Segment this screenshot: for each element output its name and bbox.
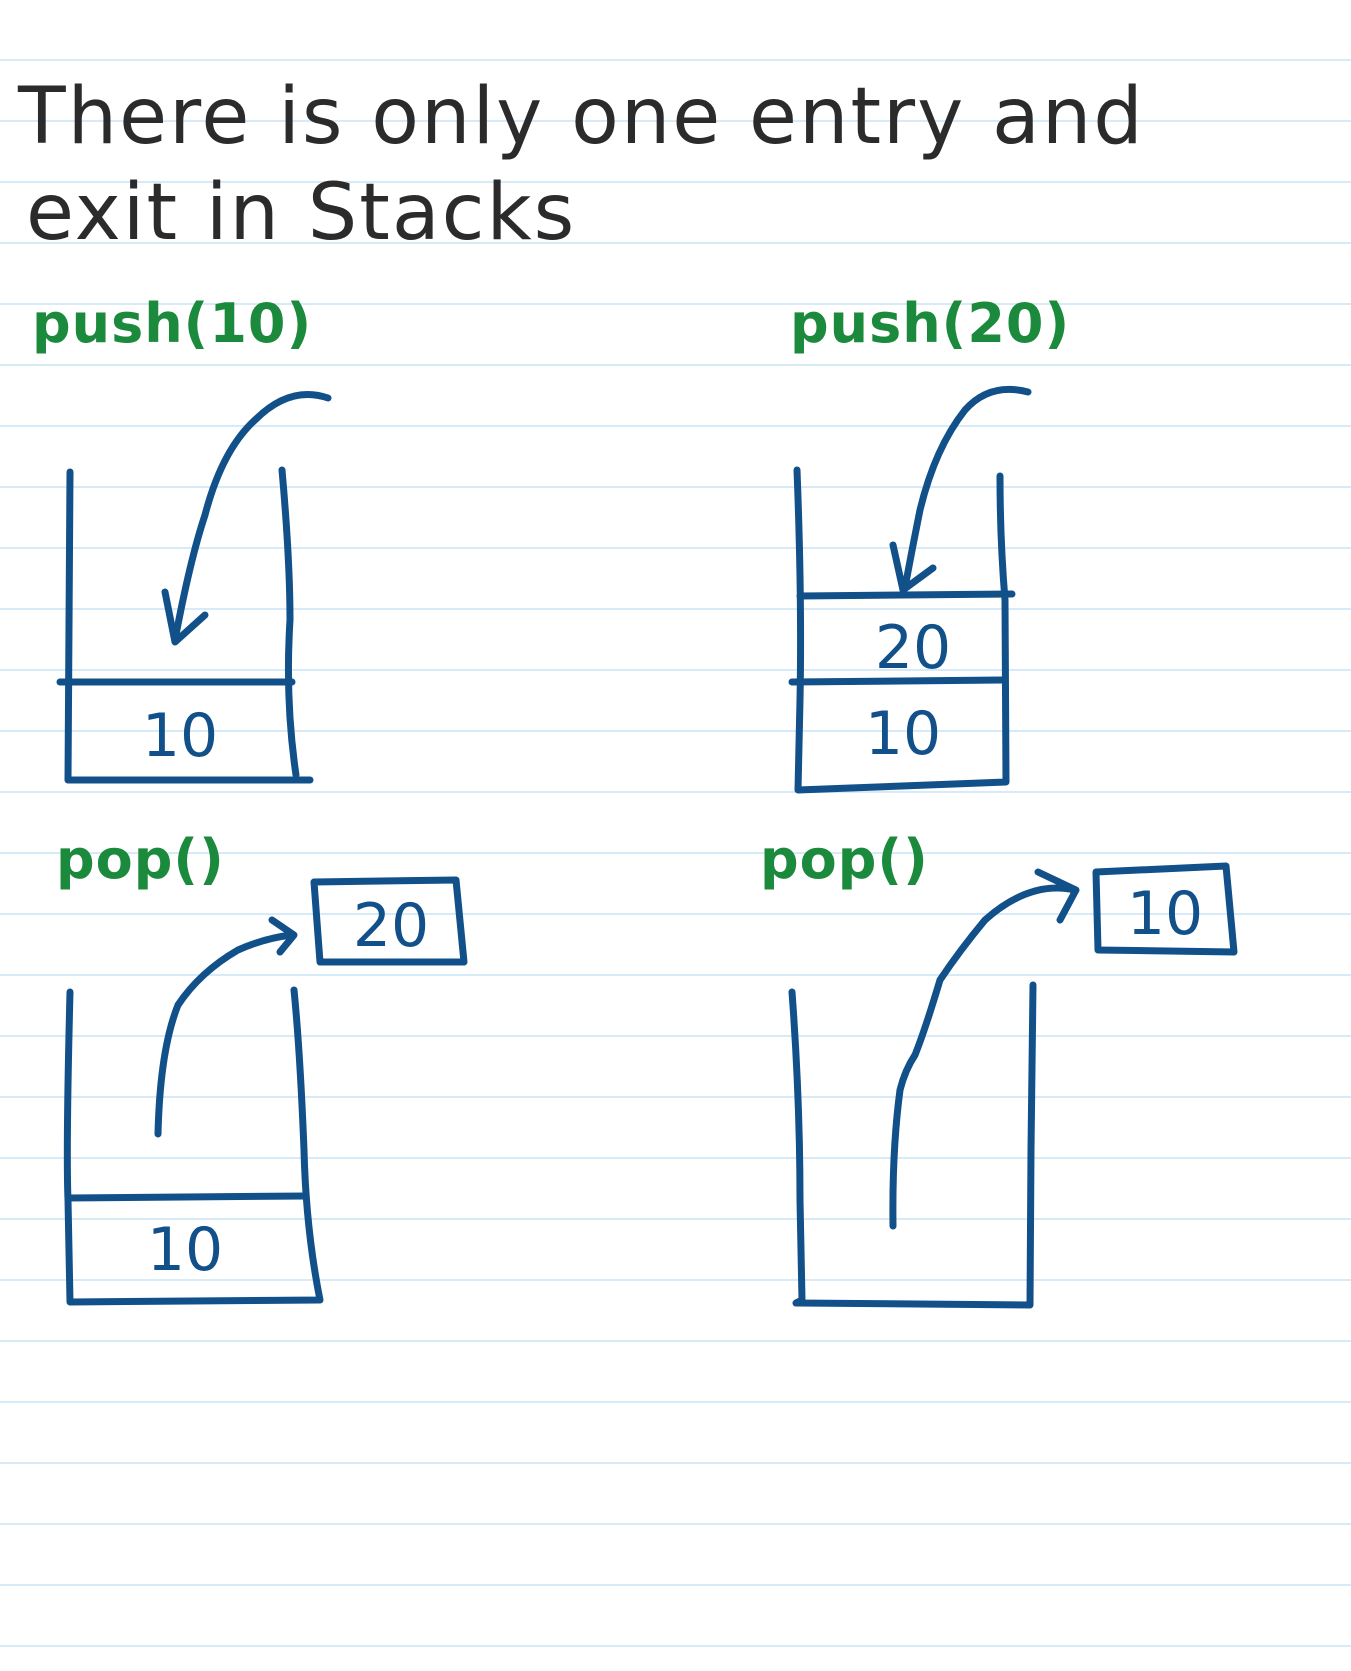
stack-cell-divider [788, 676, 1006, 686]
push-arrowhead [161, 588, 209, 646]
stack-panel-push-10: 10 [56, 391, 332, 784]
pop-arrow [154, 931, 296, 1138]
stack-container [64, 466, 314, 784]
stack-cell-divider [64, 1192, 310, 1202]
stack-container [793, 466, 1010, 794]
stack-panel-pop-10: 10 [788, 862, 1238, 1309]
pop-arrowhead [1034, 868, 1080, 924]
operation-label-pop-1: pop() [56, 828, 225, 891]
operation-label-push-20: push(20) [790, 292, 1071, 355]
popped-item-box [310, 876, 468, 966]
push-arrowhead [889, 541, 937, 594]
stack-item-value: 10 [147, 1215, 223, 1285]
popped-item-value: 20 [353, 891, 429, 961]
stack-item-value: 10 [865, 699, 941, 769]
stack-item-value: 10 [142, 701, 218, 771]
push-arrow [171, 391, 332, 644]
stack-container [788, 981, 1037, 1309]
stack-cell-divider [796, 590, 1016, 600]
popped-item-value: 10 [1127, 879, 1203, 949]
title-line-1: There is only one entry and [18, 72, 1145, 162]
stack-item-value: 20 [875, 613, 951, 683]
pop-arrowhead [268, 916, 298, 956]
stack-panel-push-20: 20 10 [788, 385, 1032, 794]
pop-arrow [889, 884, 1079, 1230]
title-line-2: exit in Stacks [26, 168, 577, 258]
popped-item-box [1092, 862, 1238, 956]
stack-panel-pop-20: 20 10 [63, 876, 468, 1306]
push-arrow [901, 385, 1032, 592]
stack-container [63, 986, 324, 1306]
operation-label-push-10: push(10) [32, 292, 313, 355]
operation-label-pop-2: pop() [760, 828, 929, 891]
